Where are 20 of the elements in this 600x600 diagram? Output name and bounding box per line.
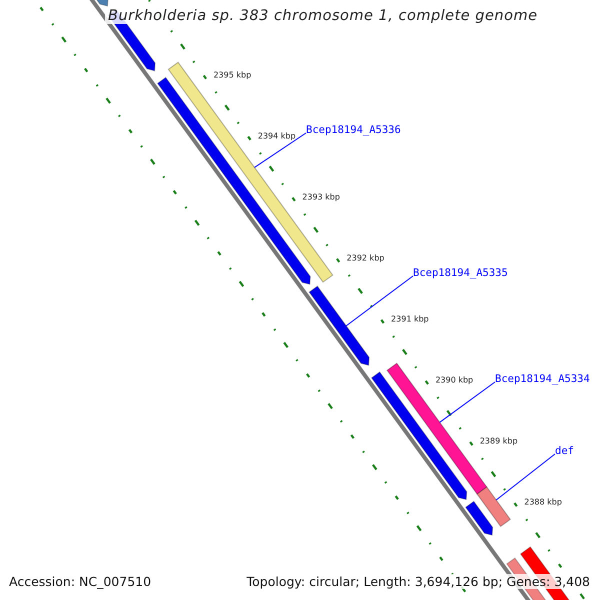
gene-label: def [555, 445, 574, 457]
gene-feature-bar [476, 486, 511, 528]
scale-label: 2394 kbp [258, 131, 296, 140]
gene-label: Bcep18194_A5334 [495, 373, 590, 385]
scale-label: 2391 kbp [391, 314, 429, 324]
scale-label: 2390 kbp [435, 375, 474, 384]
leader-line [439, 382, 496, 423]
gene-label: Bcep18194_A5335 [413, 267, 508, 279]
scale-label: 2393 kbp [302, 192, 340, 202]
leader-line [496, 454, 556, 500]
scale-label: 2392 kbp [346, 253, 384, 262]
genome-info-text: Topology: circular; Length: 3,694,126 bp; Genes: 3,408 [246, 574, 590, 589]
accession-text: Accession: NC_007510 [9, 574, 152, 589]
gene-feature-bar [308, 286, 370, 366]
scale-label: 2388 kbp [524, 498, 562, 507]
scale-label: 2395 kbp [213, 70, 252, 79]
leader-line [254, 132, 306, 168]
scale-label: 2389 kbp [480, 436, 518, 446]
gene-label: Bcep18194_A5336 [306, 124, 401, 136]
leader-line [346, 276, 414, 326]
